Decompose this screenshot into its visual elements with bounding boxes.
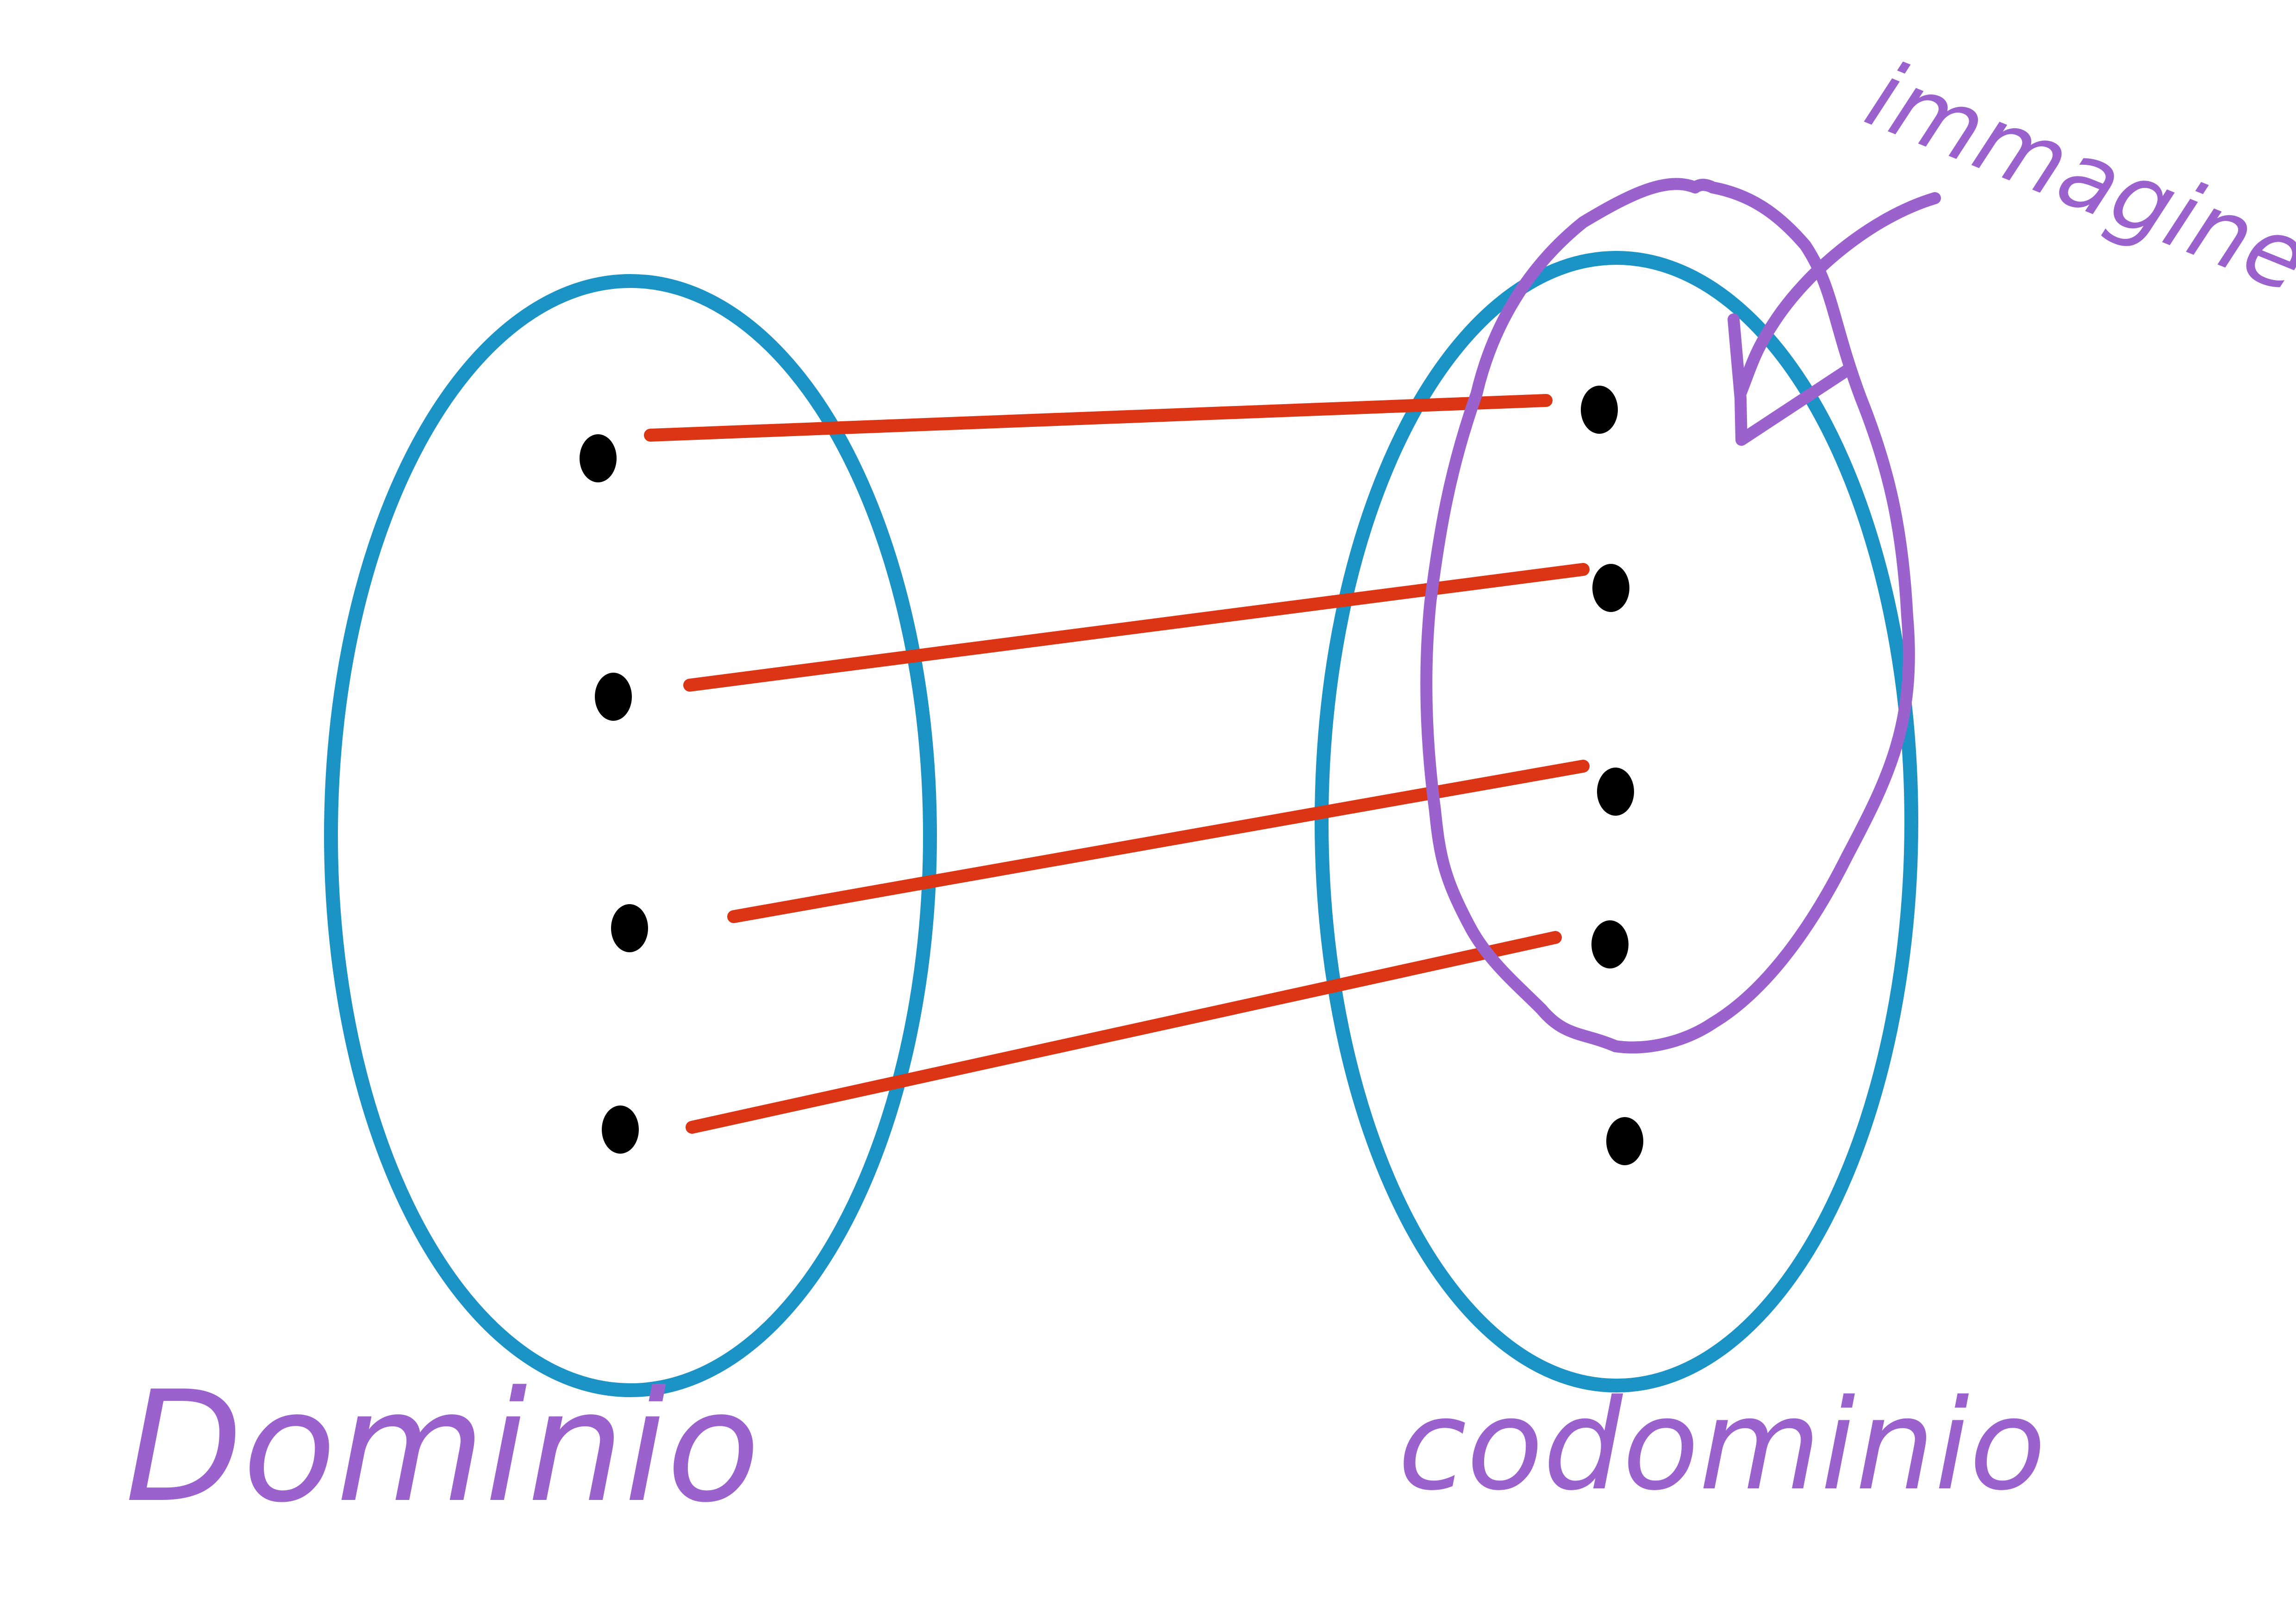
codomain-element-3 — [1597, 768, 1634, 816]
codomain-element-2 — [1592, 564, 1629, 612]
domain-element-2 — [595, 673, 632, 721]
mapping-line-2-to-2 — [683, 563, 1590, 692]
codomain-elements — [1581, 386, 1643, 1165]
domain-elements — [580, 434, 648, 1154]
image-label-arrow — [1728, 192, 1941, 446]
domain-element-1 — [580, 434, 617, 482]
codomain-element-1 — [1581, 386, 1618, 434]
image-label: immagine — [1853, 41, 2296, 314]
image-region-outline — [1420, 178, 1915, 1054]
domain-label: Dominio — [125, 1358, 760, 1536]
codomain-label: codominio — [1398, 1372, 2046, 1518]
mapping-line-4-to-4 — [686, 931, 1562, 1134]
mapping-line-1-to-1 — [644, 394, 1553, 442]
codomain-set-ellipse — [1315, 251, 1918, 1393]
codomain-element-4 — [1591, 920, 1628, 968]
domain-element-4 — [602, 1106, 639, 1154]
domain-set-ellipse — [324, 274, 937, 1397]
mapping-line-3-to-3 — [727, 760, 1590, 923]
domain-element-3 — [611, 904, 648, 952]
image-arrow-head — [1728, 313, 1853, 446]
image-arrow-shaft — [1734, 192, 1941, 400]
codomain-element-5 — [1606, 1117, 1643, 1165]
